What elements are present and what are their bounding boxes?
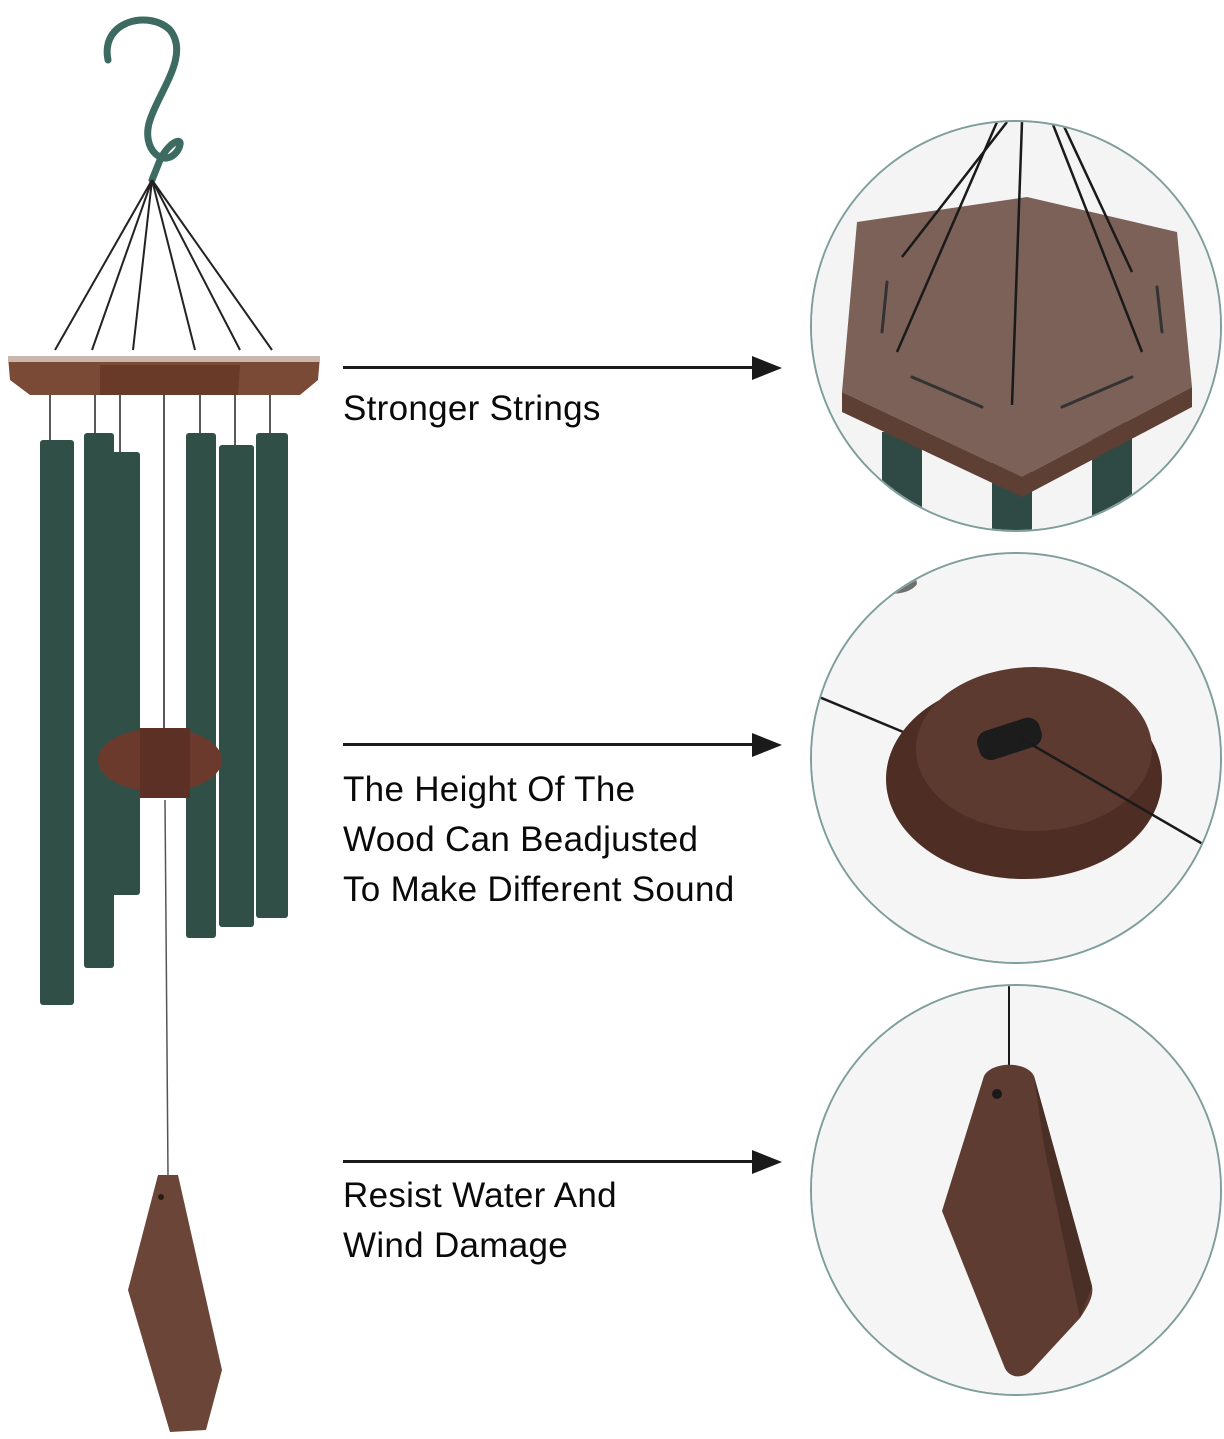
caption-line: Wind Damage [343, 1226, 569, 1265]
detail-circle-strings [810, 120, 1222, 532]
caption-stronger-strings: Stronger Strings [343, 384, 601, 434]
arrow-head-strings [752, 356, 782, 380]
arrow-strings [343, 366, 763, 369]
arrow-head-wood-height [752, 733, 782, 757]
arrow-weather [343, 1160, 763, 1163]
caption-resist-damage: Resist Water And Wind Damage [343, 1171, 617, 1271]
detail-circle-weather [810, 984, 1222, 1396]
wind-chime-product-image [0, 0, 340, 1439]
caption-line: Stronger Strings [343, 389, 601, 428]
detail-circle-wood-height [810, 552, 1222, 964]
arrow-head-weather [752, 1150, 782, 1174]
caption-line: The Height Of The [343, 770, 636, 809]
caption-line: Resist Water And [343, 1176, 617, 1215]
caption-line: To Make Different Sound [343, 870, 735, 909]
arrow-wood-height [343, 743, 763, 746]
caption-wood-height: The Height Of The Wood Can Beadjusted To… [343, 765, 734, 915]
caption-line: Wood Can Beadjusted [343, 820, 699, 859]
